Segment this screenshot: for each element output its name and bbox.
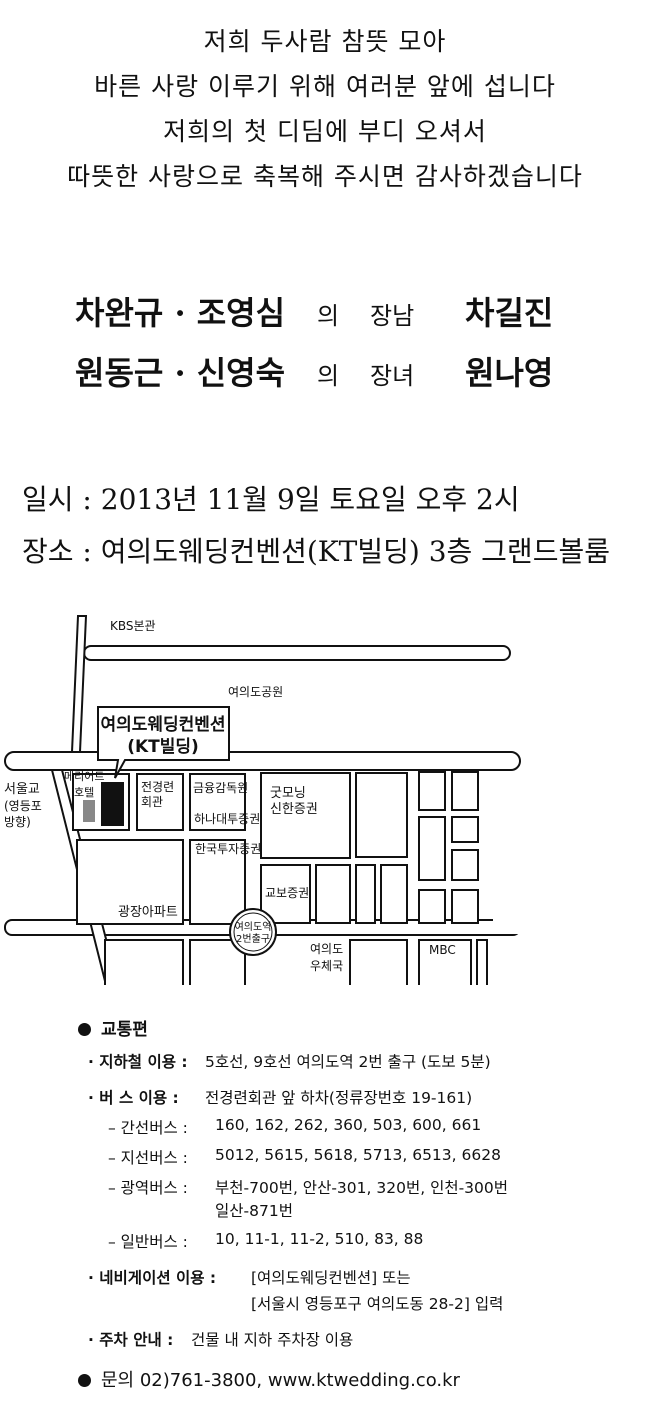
bus-value: 전경련회관 앞 하차(정류장번호 19-161) [205, 1089, 473, 1107]
label-apt: 광장아파트 [118, 905, 178, 920]
block [380, 864, 408, 924]
road-right [493, 774, 523, 934]
venue-name: 여의도웨딩컨벤션 [100, 715, 225, 735]
label-mbc: MBC [429, 943, 456, 957]
label-fki: 전경련 [141, 780, 174, 794]
venue-callout [97, 706, 230, 779]
bride-parents: 원동근 · 신영숙 [75, 354, 286, 392]
groom-parents: 차완규 · 조영심 [75, 294, 286, 332]
label-fki: 회관 [141, 795, 163, 809]
bus-line-value: 10, 11-1, 11-2, 510, 83, 88 [215, 1230, 424, 1248]
block [349, 939, 408, 985]
road-middle [4, 751, 521, 771]
bus-label: · 버 스 이용 : [88, 1089, 179, 1107]
bus-line-value: 5012, 5615, 5618, 5713, 6513, 6628 [215, 1146, 501, 1164]
block [418, 939, 472, 985]
bus-line-label: – 광역버스 : [108, 1179, 188, 1197]
venue-building-icon [101, 782, 124, 826]
block [355, 864, 376, 924]
label-marriott: 호텔 [74, 786, 94, 799]
bride-name: 원나영 [465, 354, 554, 392]
label-park: 여의도공원 [228, 685, 283, 699]
label-kis: 한국투자증권 [195, 842, 261, 856]
block-kyobo [260, 864, 311, 924]
block-goodmorning [260, 772, 351, 859]
block [315, 864, 351, 924]
poem-line: 저희 두사람 참뜻 모아 [203, 27, 447, 56]
block [451, 771, 479, 811]
poem-line: 따뜻한 사랑으로 축복해 주시면 감사하겠습니다 [67, 162, 583, 191]
bride-relation: 장녀 [370, 362, 415, 390]
block [418, 816, 446, 881]
navi-label: · 네비게이션 이용 : [88, 1269, 217, 1287]
contact-info: 문의 02)761-3800, www.ktwedding.co.kr [101, 1370, 460, 1391]
label-goodmorning: 신한증권 [270, 802, 318, 817]
label-seoulgyo: 방향) [4, 815, 31, 829]
block-apt [76, 839, 184, 925]
subway-value: 5호선, 9호선 여의도역 2번 출구 (도보 5분) [205, 1053, 491, 1071]
label-kyobo: 교보증권 [265, 886, 309, 900]
station-ring [233, 912, 273, 952]
block-fki [136, 773, 184, 831]
location-map: 여의도웨딩컨벤션 (KT빌딩) 여의도역 2번출구 KBS본관 여의도공원 메리… [4, 615, 523, 985]
block [418, 771, 446, 811]
block [104, 939, 184, 985]
block [418, 889, 446, 924]
label-kbs: KBS본관 [110, 619, 156, 633]
event-date: 일시 : 2013년 11월 9일 토요일 오후 2시 [22, 483, 520, 516]
label-goodmorning: 굿모닝 [270, 786, 306, 801]
of-text: 의 [317, 302, 340, 330]
block [355, 772, 408, 858]
block-kis [189, 839, 246, 925]
poem-line: 바른 사랑 이루기 위해 여러분 앞에 섭니다 [94, 72, 556, 101]
bus-line-label: – 간선버스 : [108, 1119, 188, 1137]
navi-value: [여의도웨딩컨벤션] 또는 [251, 1269, 411, 1287]
label-post: 우체국 [310, 959, 343, 973]
subway-label: · 지하철 이용 : [88, 1053, 188, 1071]
block [451, 849, 479, 881]
parking-label: · 주차 안내 : [88, 1331, 174, 1349]
navi-value: [서울시 영등포구 여의도동 28-2] 입력 [251, 1295, 504, 1313]
label-seoulgyo: (영등포 [4, 799, 42, 813]
bus-line-label: – 일반버스 : [108, 1233, 188, 1251]
transit-heading: 교통편 [101, 1020, 148, 1040]
label-hana: 하나대투증권 [194, 812, 260, 826]
groom-name: 차길진 [465, 294, 554, 332]
bus-line-value: 부천-700번, 안산-301, 320번, 인천-300번 [215, 1179, 509, 1197]
event-place: 장소 : 여의도웨딩컨벤션(KT빌딩) 3층 그랜드볼룸 [22, 535, 610, 568]
label-post: 여의도 [310, 942, 343, 956]
venue-sub: (KT빌딩) [127, 737, 199, 757]
block [451, 816, 479, 843]
bullet-icon [78, 1374, 91, 1387]
bus-line-label: – 지선버스 : [108, 1149, 188, 1167]
station-label: 여의도역 [235, 921, 272, 933]
block [451, 889, 479, 924]
bus-line-value: 일산-871번 [215, 1202, 293, 1220]
block-fss [189, 773, 246, 831]
label-seoulgyo: 서울교 [4, 782, 40, 797]
station-marker [229, 908, 277, 956]
parking-value: 건물 내 지하 주차장 이용 [191, 1331, 354, 1349]
road-left-vertical [70, 615, 88, 753]
groom-relation: 장남 [370, 302, 415, 330]
label-fss: 금융감독원 [193, 781, 248, 795]
block [476, 939, 488, 985]
poem-line: 저희의 첫 디딤에 부디 오셔서 [163, 117, 487, 146]
road-top [83, 645, 511, 661]
bus-line-value: 160, 162, 262, 360, 503, 600, 661 [215, 1116, 482, 1134]
station-exit: 2번출구 [236, 933, 270, 945]
bullet-icon [78, 1023, 91, 1036]
block [189, 939, 246, 985]
of-text: 의 [317, 362, 340, 390]
marriott-building-icon [83, 800, 95, 822]
label-marriott: 메리어트 [64, 770, 104, 783]
